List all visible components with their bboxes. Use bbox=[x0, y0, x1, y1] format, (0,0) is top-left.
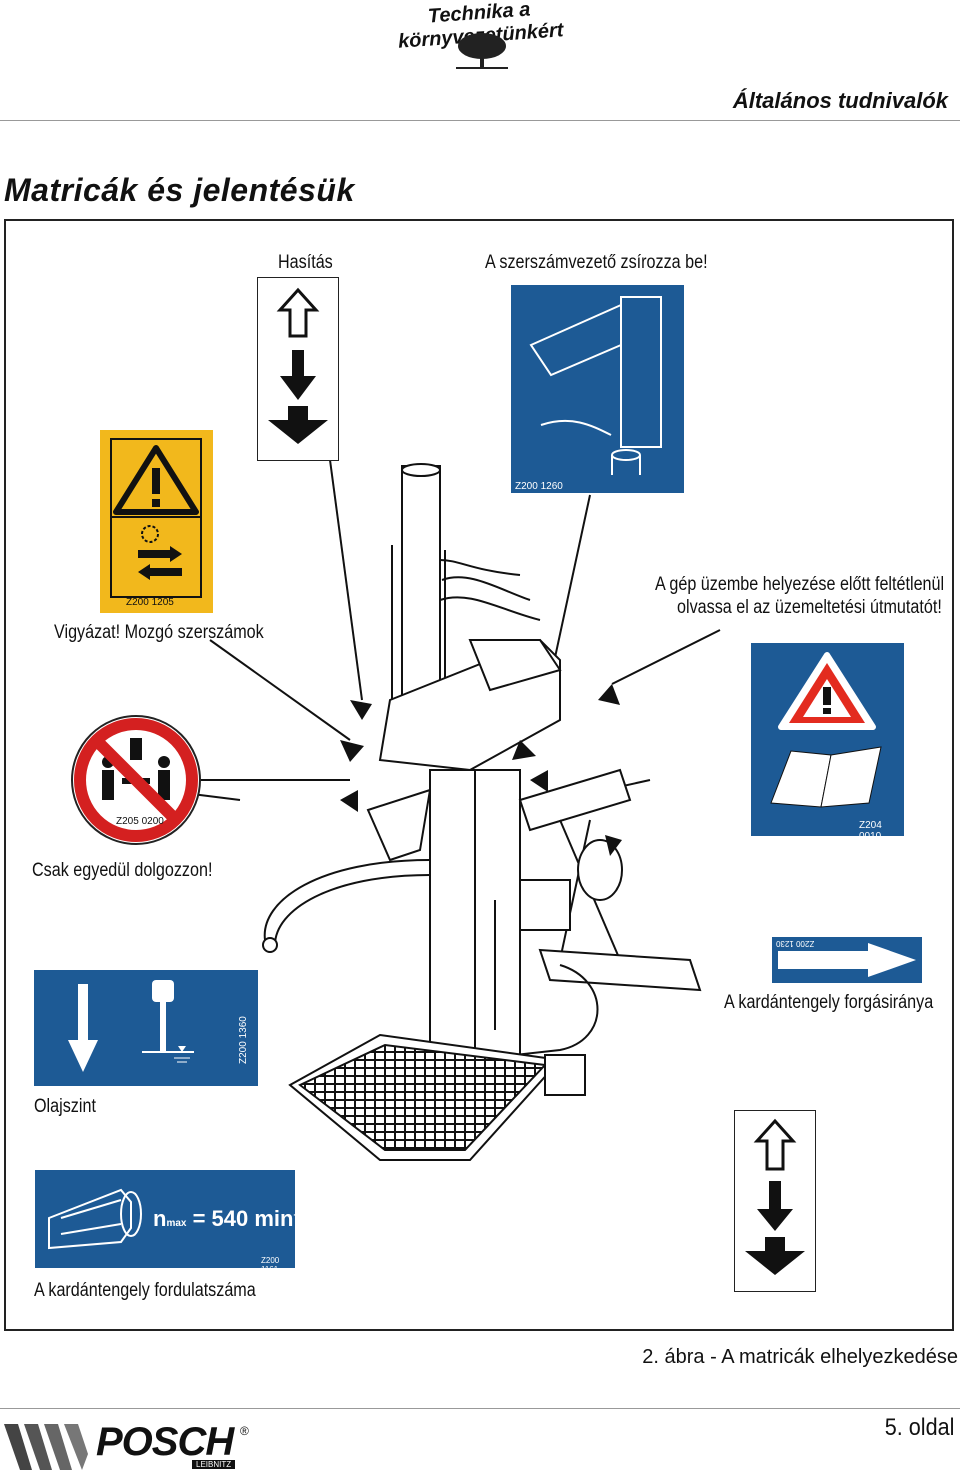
sticker-code: Z200 1260 bbox=[515, 481, 563, 492]
page-number: 5. oldal bbox=[884, 1414, 954, 1441]
sticker-code: Z200 1161 bbox=[261, 1256, 280, 1274]
figure-frame bbox=[4, 219, 954, 1331]
posch-w-logo-icon bbox=[4, 1424, 88, 1470]
read-manual-icon bbox=[770, 652, 882, 808]
sticker-pto-direction: Z200 1230 bbox=[772, 937, 922, 983]
label-work-alone: Csak egyedül dolgozzon! bbox=[32, 860, 213, 881]
leader-line-splitting bbox=[329, 459, 363, 701]
label-oil-level: Olajszint bbox=[34, 1096, 96, 1117]
label-pto-speed: A kardántengely fordulatszáma bbox=[34, 1280, 256, 1301]
section-title: Általános tudnivalók bbox=[732, 88, 948, 113]
sticker-splitting bbox=[257, 277, 339, 461]
sticker-code: Z200 1230 bbox=[776, 939, 815, 948]
sticker-code: Z205 0200 bbox=[116, 816, 164, 827]
sticker-read-manual: Z204 0010 bbox=[751, 643, 904, 842]
sticker-code: Z200 1360 bbox=[238, 1016, 249, 1064]
footer-divider bbox=[0, 1408, 960, 1409]
label-moving-tools: Vigyázat! Mozgó szerszámok bbox=[54, 622, 264, 643]
formula-n: n bbox=[153, 1206, 167, 1231]
warning-triangle-icon bbox=[113, 445, 199, 515]
figure-caption: 2. ábra - A matricák elhelyezkedése bbox=[642, 1346, 958, 1368]
formula-value: = 540 min bbox=[192, 1206, 294, 1231]
split-arrows-icon bbox=[745, 1118, 805, 1275]
brand-sub: LEIBNITZ bbox=[192, 1460, 236, 1469]
arrow-marker bbox=[350, 700, 372, 720]
label-read-manual-2: olvassa el az üzemeltetési útmutatót! bbox=[677, 597, 942, 618]
no-two-person-icon bbox=[71, 715, 201, 845]
header-divider bbox=[0, 120, 960, 121]
sticker-pto-speed: nmax = 540 min-1 Z200 1161 bbox=[35, 1170, 302, 1274]
sticker-splitting-lower bbox=[734, 1110, 816, 1292]
sticker-code: Z204 0010 bbox=[859, 820, 882, 842]
rotation-direction-arrow-icon bbox=[778, 943, 916, 977]
moving-tools-icon bbox=[138, 525, 182, 580]
label-pto-direction: A kardántengely forgásiránya bbox=[724, 992, 934, 1013]
grease-tool-guide-icon bbox=[529, 296, 662, 475]
pto-shaft-icon bbox=[48, 1188, 142, 1250]
sticker-grease: Z200 1260 bbox=[511, 285, 684, 493]
split-arrows-icon bbox=[268, 287, 328, 444]
formula-exponent: -1 bbox=[293, 1209, 302, 1220]
sticker-work-alone: Z205 0200 bbox=[68, 712, 204, 848]
label-grease: A szerszámvezető zsírozza be! bbox=[485, 252, 708, 273]
oil-level-icon bbox=[68, 980, 194, 1072]
formula-sub: max bbox=[166, 1218, 187, 1229]
label-splitting: Hasítás bbox=[278, 252, 333, 273]
sticker-code: Z200 1205 bbox=[126, 597, 174, 608]
sticker-moving-tools: Z200 1205 bbox=[100, 430, 213, 613]
brand-logo: POSCH bbox=[96, 1420, 234, 1464]
registered-mark: ® bbox=[240, 1424, 249, 1438]
pto-speed-formula: nmax = 540 min-1 bbox=[153, 1206, 302, 1232]
page-title: Matricák és jelentésük bbox=[4, 172, 355, 208]
label-read-manual-1: A gép üzembe helyezése előtt feltétlenül bbox=[655, 574, 945, 595]
sticker-oil-level: Z200 1360 bbox=[34, 970, 258, 1086]
tree-logo-icon bbox=[456, 33, 508, 69]
